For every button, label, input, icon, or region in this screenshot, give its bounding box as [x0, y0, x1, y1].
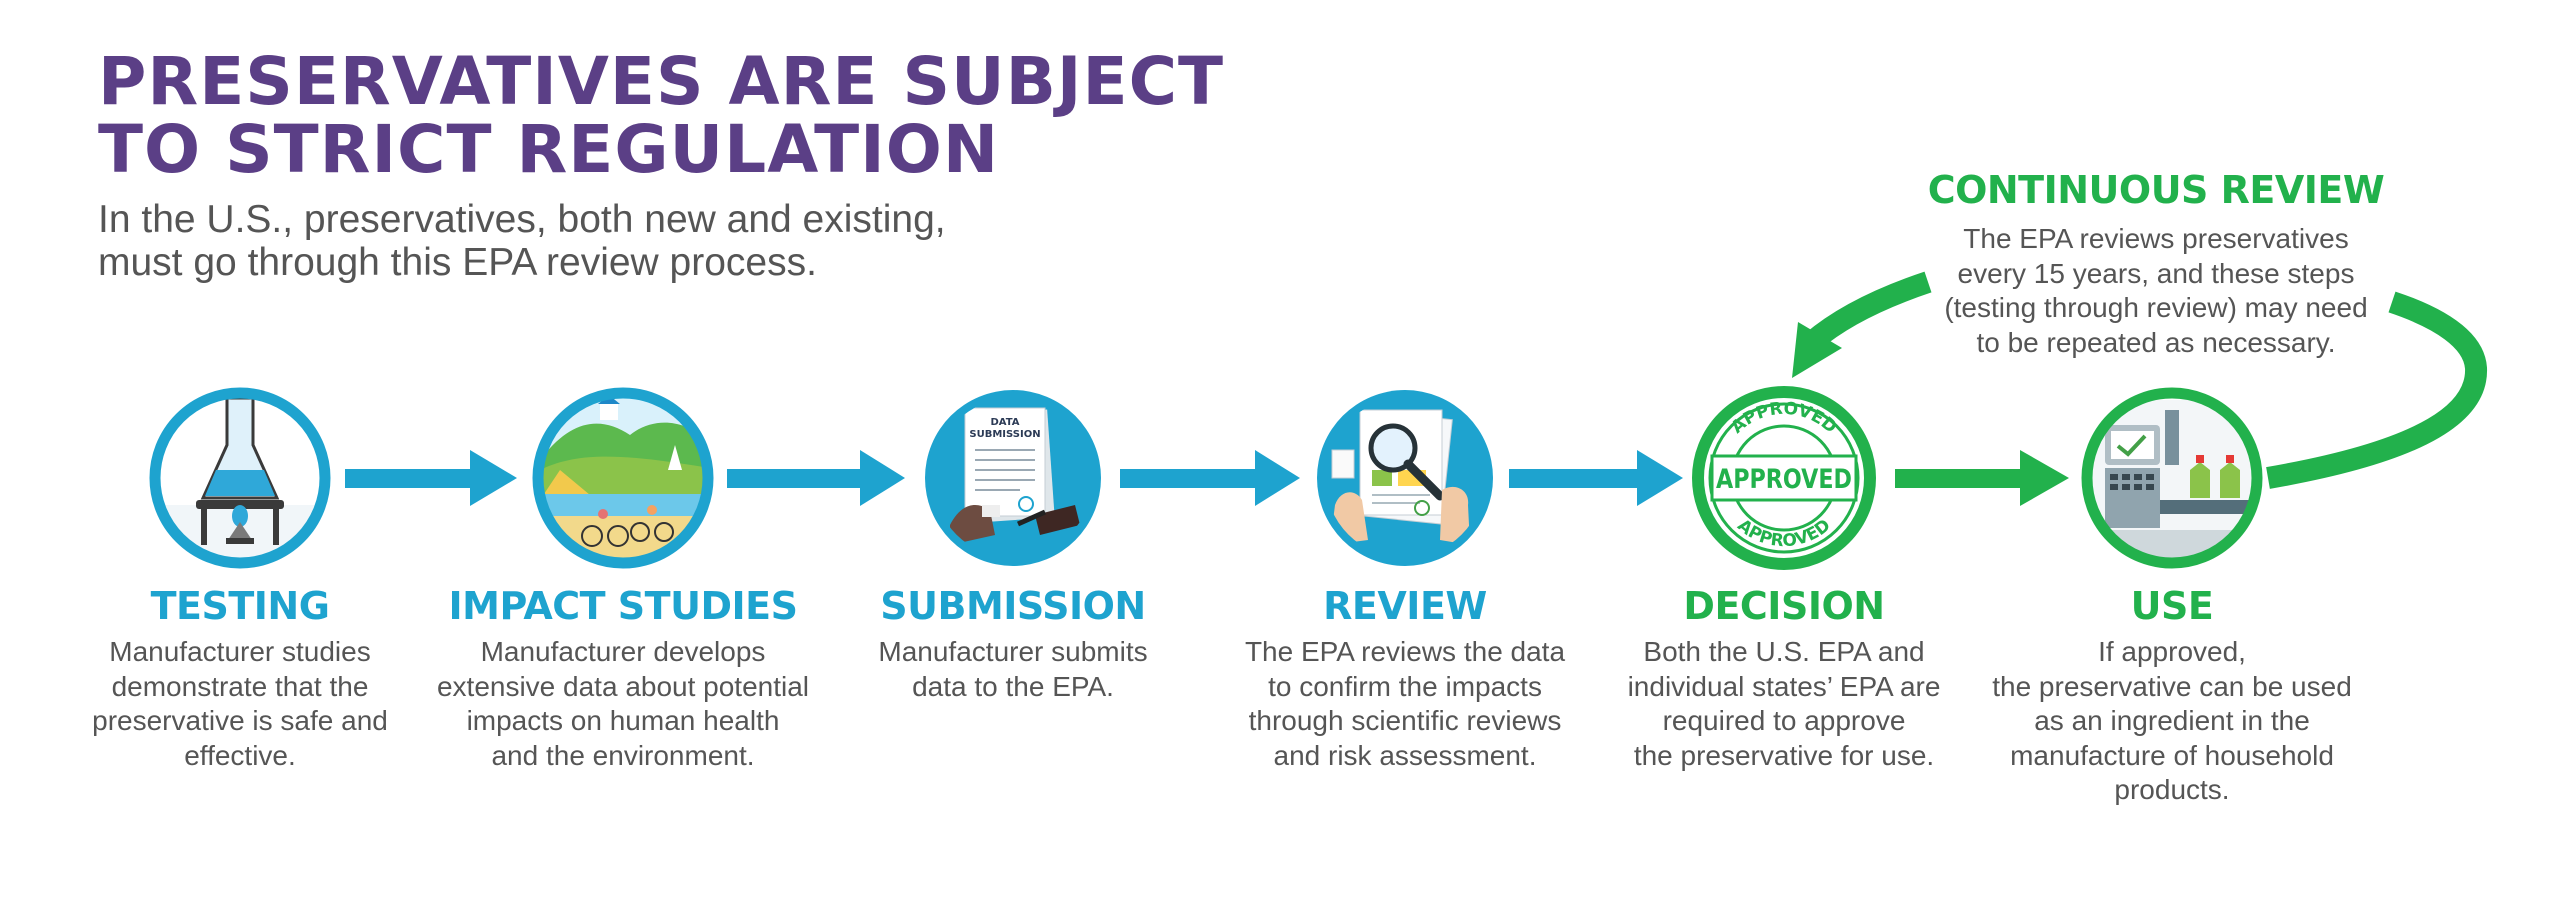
- desc-line: products.: [2114, 774, 2230, 805]
- arrow-decision-to-use: [1895, 450, 2069, 506]
- desc-line: The EPA reviews preservatives: [1963, 223, 2349, 254]
- desc-line: manufacture of household: [2010, 739, 2334, 771]
- doc-label-line-2: SUBMISSION: [969, 429, 1040, 440]
- step-desc-impact-studies: Manufacturer develops extensive data abo…: [413, 635, 833, 773]
- step-title-testing: TESTING: [150, 584, 330, 628]
- step-desc-testing: Manufacturer studies demonstrate that th…: [30, 635, 450, 773]
- stamp-text-center: APPROVED: [1716, 464, 1852, 495]
- desc-line: every 15 years, and these steps: [1957, 257, 2355, 289]
- desc-line: demonstrate that the: [111, 670, 369, 702]
- review-icon: [1317, 390, 1493, 566]
- desc-line: extensive data about potential: [436, 670, 810, 702]
- arrow-impact-to-submission: [727, 450, 905, 506]
- step-title-use: USE: [2130, 584, 2214, 628]
- page-subtitle: In the U.S., preservatives, both new and…: [98, 198, 946, 284]
- step-desc-review: The EPA reviews the data to confirm the …: [1195, 635, 1615, 773]
- desc-line: to be repeated as necessary.: [1976, 326, 2336, 358]
- desc-line: the preservative can be used: [1992, 670, 2352, 702]
- desc-line: If approved,: [2098, 636, 2246, 667]
- desc-line: The EPA reviews the data: [1244, 636, 1566, 667]
- desc-line: Manufacturer studies: [109, 636, 371, 667]
- continuous-review-desc: The EPA reviews preservatives every 15 y…: [1906, 222, 2406, 360]
- desc-line: Manufacturer develops: [480, 636, 766, 667]
- testing-icon: [149, 387, 331, 569]
- doc-label-line-1: DATA: [990, 417, 1019, 428]
- desc-line: and risk assessment.: [1273, 739, 1537, 771]
- step-title-review: REVIEW: [1323, 584, 1487, 628]
- desc-line: effective.: [184, 739, 296, 771]
- title-line-2: TO STRICT REGULATION: [98, 111, 1000, 188]
- desc-line: Both the U.S. EPA and: [1643, 636, 1925, 667]
- desc-line: through scientific reviews: [1248, 705, 1562, 736]
- arrow-testing-to-impact: [345, 450, 517, 506]
- desc-line: to confirm the impacts: [1268, 670, 1542, 702]
- title-line-1: PRESERVATIVES ARE SUBJECT: [98, 43, 1225, 120]
- desc-line: the preservative for use.: [1633, 739, 1935, 771]
- decision-icon: APPROVED APPROVED APPROVED: [1692, 386, 1876, 570]
- step-title-impact-studies: IMPACT STUDIES: [448, 584, 798, 628]
- desc-line: Manufacturer submits: [878, 636, 1148, 667]
- step-desc-decision: Both the U.S. EPA and individual states’…: [1574, 635, 1994, 773]
- arrow-review-to-decision: [1509, 450, 1683, 506]
- step-title-submission: SUBMISSION: [880, 584, 1146, 628]
- subtitle-line-2: must go through this EPA review process.: [98, 241, 817, 284]
- subtitle-line-1: In the U.S., preservatives, both new and…: [98, 198, 946, 241]
- use-icon: [2081, 387, 2263, 569]
- desc-line: data to the EPA.: [912, 670, 1114, 702]
- continuous-review-title: CONTINUOUS REVIEW: [1927, 168, 2385, 212]
- desc-line: (testing through review) may need: [1944, 292, 2368, 323]
- step-desc-submission: Manufacturer submits data to the EPA.: [803, 635, 1223, 704]
- page-title: PRESERVATIVES ARE SUBJECT TO STRICT REGU…: [98, 48, 1224, 184]
- desc-line: required to approve: [1662, 705, 1906, 736]
- desc-line: as an ingredient in the: [2034, 705, 2310, 736]
- desc-line: preservative is safe and: [92, 705, 388, 736]
- arrow-submission-to-review: [1120, 450, 1300, 506]
- continuous-review-loop-arrow: [1792, 271, 2488, 489]
- impact-studies-icon: [532, 387, 714, 569]
- desc-line: impacts on human health: [466, 705, 780, 736]
- desc-line: and the environment.: [491, 739, 755, 771]
- submission-icon: DATA SUBMISSION: [925, 390, 1101, 566]
- desc-line: individual states’ EPA are: [1627, 670, 1941, 702]
- step-title-decision: DECISION: [1683, 584, 1885, 628]
- step-desc-use: If approved, the preservative can be use…: [1962, 635, 2382, 808]
